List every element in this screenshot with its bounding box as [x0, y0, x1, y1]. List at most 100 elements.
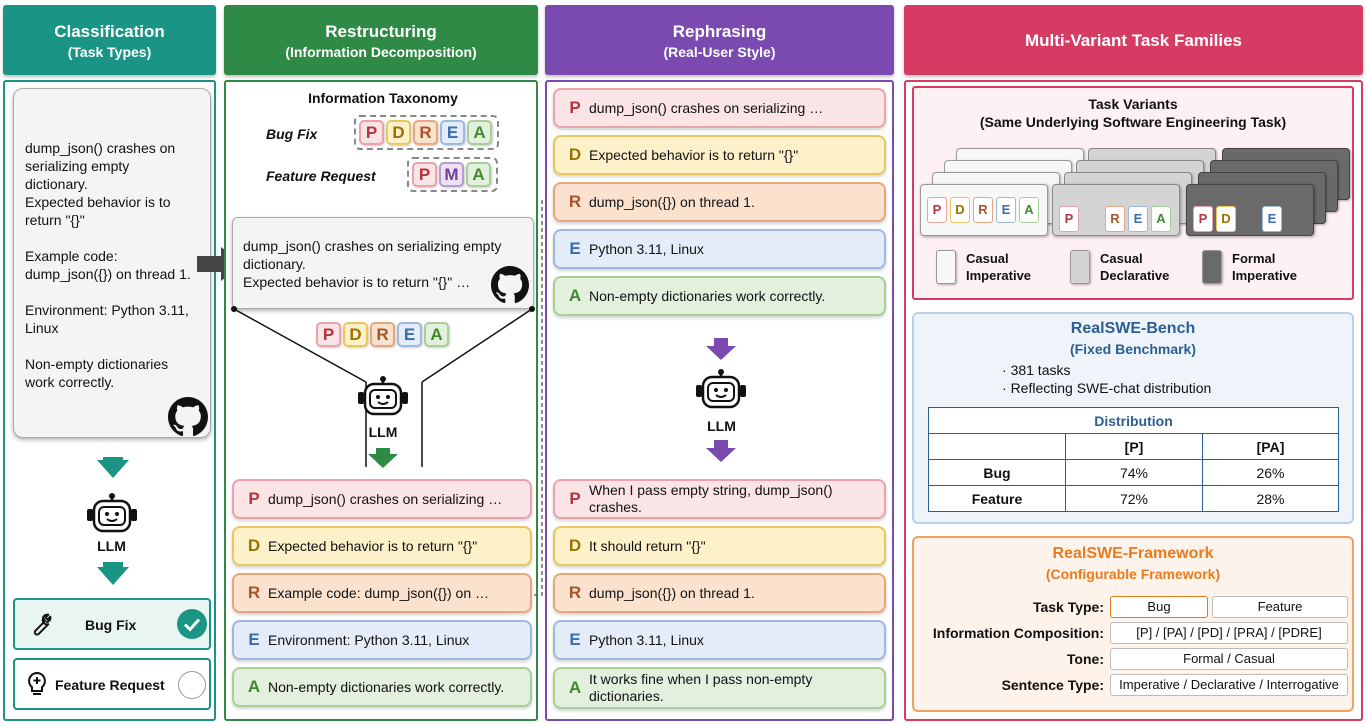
text-line: serializing empty	[25, 158, 130, 174]
header-subtitle: (Task Types)	[67, 44, 152, 60]
text-line: Expected behavior is to return "{}" …	[243, 274, 471, 290]
component-letter: D	[568, 536, 582, 555]
header-title: Classification	[54, 22, 165, 41]
component-text: dump_json({}) on thread 1.	[589, 584, 755, 601]
distribution-table: Distribution [P] [PA] Bug 74% 26% Featur…	[928, 407, 1339, 512]
column-header: [P]	[1065, 433, 1203, 460]
variant-letter: E	[1262, 206, 1282, 232]
robot-icon	[358, 376, 408, 416]
issue-text: dump_json() crashes on serializing empty…	[243, 238, 523, 292]
component-text: Expected behavior is to return "{}"	[268, 537, 478, 554]
task-variants-subtitle: (Same Underlying Software Engineering Ta…	[979, 114, 1287, 130]
component-text: Non-empty dictionaries work correctly.	[589, 287, 826, 304]
legend-swatch	[1070, 250, 1090, 284]
component-letter: E	[248, 630, 260, 649]
table-cell: 28%	[1202, 485, 1339, 512]
text-line	[25, 283, 200, 301]
variant-letter: D	[1216, 206, 1236, 232]
variant-letter: D	[950, 197, 970, 223]
legend-label: Casual	[966, 251, 1009, 266]
component-letter: R	[568, 583, 582, 602]
letter-badge-a: A	[466, 162, 491, 187]
variant-letter: E	[996, 197, 1016, 223]
component-text: Environment: Python 3.11, Linux	[268, 631, 470, 648]
robot-icon	[87, 493, 137, 533]
letter-badge-d: D	[343, 322, 368, 347]
info-composition-options[interactable]: [P] / [PA] / [PD] / [PRA] / [PDRE]	[1110, 622, 1348, 644]
task-variants-title: Task Variants	[1088, 96, 1178, 112]
sentence-type-label: Sentence Type:	[1001, 677, 1104, 693]
info-composition-label: Information Composition:	[932, 625, 1104, 641]
task-type-label: Task Type:	[1032, 599, 1104, 615]
arrow-down-icon	[706, 346, 736, 360]
check-circle-icon	[177, 609, 207, 639]
component-letter: D	[568, 145, 582, 164]
bench-bullet-text: Reflecting SWE-chat distribution	[1010, 380, 1212, 396]
framework-subtitle: (Configurable Framework)	[1045, 566, 1221, 582]
component-card-d: D Expected behavior is to return "{}"	[232, 526, 532, 566]
component-text: Python 3.11, Linux	[589, 240, 704, 257]
tone-options[interactable]: Formal / Casual	[1110, 648, 1348, 670]
variant-letter: R	[1105, 206, 1125, 232]
letter-badge-d: D	[386, 120, 411, 145]
header-multivariant: Multi-Variant Task Families	[904, 5, 1363, 75]
text-line	[25, 229, 200, 247]
component-text: Python 3.11, Linux	[589, 631, 704, 648]
text-line: return "{}"	[25, 212, 85, 228]
feature-request-label: Feature Request	[55, 677, 165, 693]
variant-letter: P	[927, 197, 947, 223]
robot-icon	[696, 369, 746, 409]
component-letter: A	[568, 678, 582, 697]
legend-label: Imperative	[966, 268, 1032, 283]
github-icon	[491, 266, 529, 304]
variant-letter: R	[973, 197, 993, 223]
text-line: dictionary.	[243, 256, 306, 272]
framework-title: RealSWE-Framework	[1052, 545, 1214, 562]
bench-bullet: · 381 tasks	[1002, 362, 1071, 378]
llm-label: LLM	[97, 538, 126, 554]
taxonomy-title: Information Taxonomy	[308, 90, 458, 106]
bug-fix-option[interactable]: Bug Fix	[13, 598, 211, 650]
component-text: dump_json({}) on thread 1.	[589, 193, 755, 210]
bench-subtitle: (Fixed Benchmark)	[1069, 341, 1197, 357]
letter-badge-r: R	[370, 322, 395, 347]
component-text: Non-empty dictionaries work correctly.	[268, 678, 505, 695]
task-type-bug-option[interactable]: Bug	[1110, 596, 1208, 618]
header-subtitle: (Information Decomposition)	[285, 44, 477, 60]
header-rephrasing: Rephrasing (Real-User Style)	[545, 5, 894, 75]
bug-fix-label: Bug Fix	[85, 617, 137, 633]
multivariant-panel: Task Variants (Same Underlying Software …	[904, 80, 1363, 721]
realswe-framework-box: RealSWE-Framework (Configurable Framewor…	[912, 536, 1354, 712]
text-line: Linux	[25, 320, 59, 336]
github-icon	[168, 397, 208, 437]
feature-request-option[interactable]: Feature Request	[13, 658, 211, 710]
component-letter: D	[247, 536, 261, 555]
header-classification: Classification (Task Types)	[3, 5, 216, 75]
realswe-bench-box: RealSWE-Bench (Fixed Benchmark) · 381 ta…	[912, 312, 1354, 524]
text-line: Environment: Python 3.11,	[25, 302, 189, 318]
component-letter: P	[569, 98, 581, 117]
sentence-type-options[interactable]: Imperative / Declarative / Interrogative	[1110, 674, 1348, 696]
header-subtitle: (Real-User Style)	[663, 44, 776, 60]
component-text: Example code: dump_json({}) on …	[268, 584, 490, 601]
tone-label: Tone:	[1066, 651, 1104, 667]
table-cell: 74%	[1065, 459, 1203, 486]
feature-taxonomy-label: Feature Request	[266, 168, 376, 184]
component-letter: P	[248, 489, 260, 508]
text-line	[25, 337, 200, 355]
legend-swatch	[936, 250, 956, 284]
wrench-icon	[33, 613, 52, 636]
table-corner	[928, 433, 1066, 460]
radio-empty-icon[interactable]	[178, 671, 206, 699]
arrow-down-icon	[368, 454, 398, 468]
task-type-feature-option[interactable]: Feature	[1212, 596, 1348, 618]
component-letter: P	[569, 489, 581, 508]
